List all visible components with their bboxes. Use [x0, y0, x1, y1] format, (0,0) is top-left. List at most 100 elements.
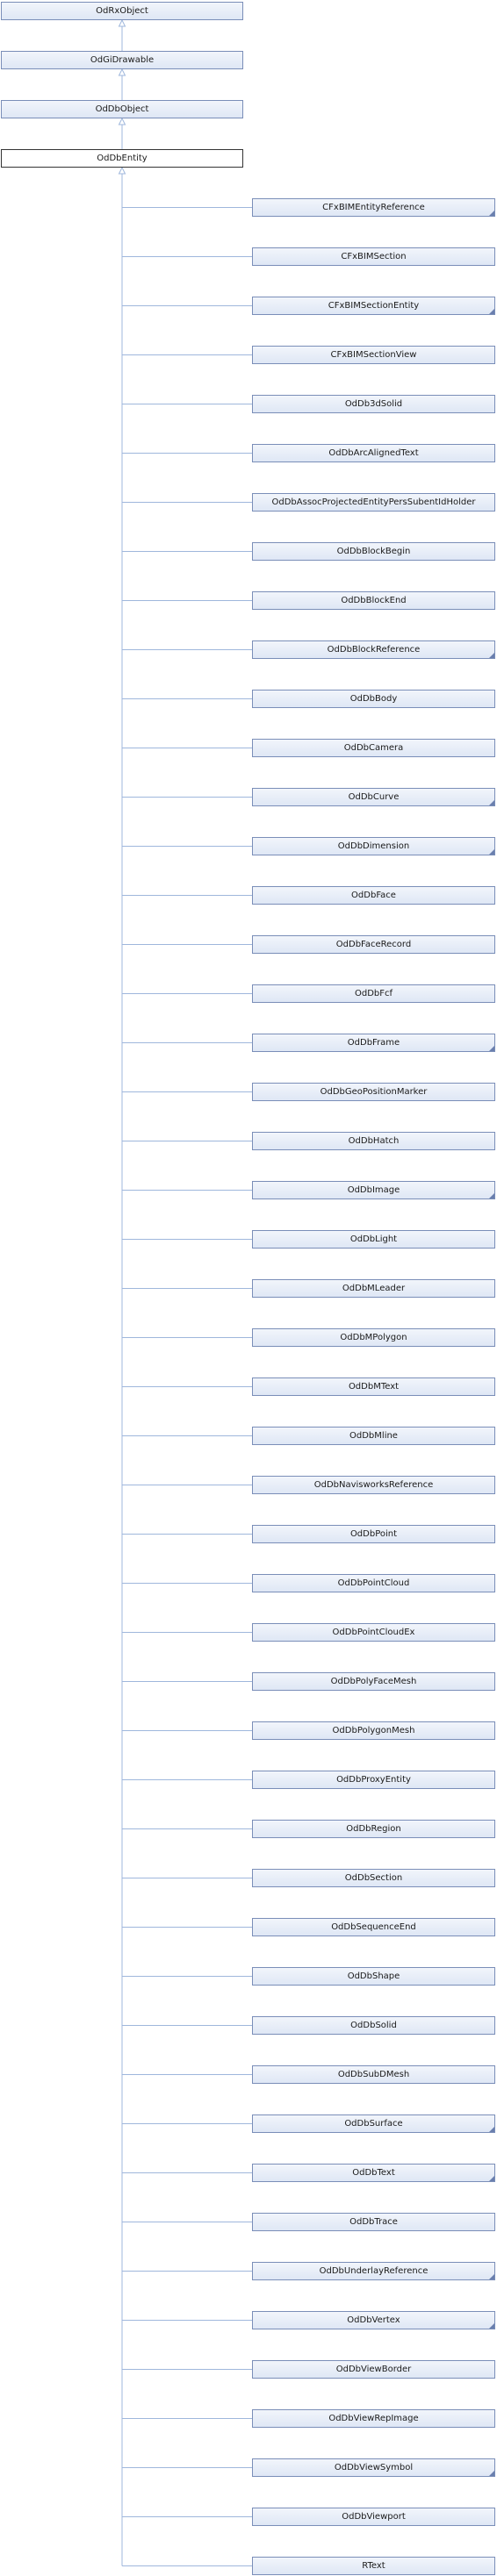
- subclass-node-oddbsurface[interactable]: OdDbSurface: [252, 2114, 495, 2133]
- subclass-node-oddblight-label: OdDbLight: [349, 1234, 398, 1244]
- ancestor-node-oddbobject[interactable]: OdDbObject: [1, 100, 243, 118]
- has-subclasses-icon: [489, 1193, 494, 1199]
- subclass-node-oddbcamera[interactable]: OdDbCamera: [252, 739, 495, 757]
- subclass-node-oddbpolyfacemesh-label: OdDbPolyFaceMesh: [330, 1677, 417, 1686]
- has-subclasses-icon: [489, 2176, 494, 2181]
- subclass-node-oddb3dsolid[interactable]: OdDb3dSolid: [252, 395, 495, 413]
- subclass-node-oddbblockend-label: OdDbBlockEnd: [341, 596, 407, 605]
- subclass-node-oddbmleader[interactable]: OdDbMLeader: [252, 1279, 495, 1298]
- subclass-node-cfxbimsection-label: CFxBIMSection: [341, 252, 407, 261]
- subclass-node-oddblight[interactable]: OdDbLight: [252, 1230, 495, 1249]
- subclass-node-oddbsection[interactable]: OdDbSection: [252, 1869, 495, 1887]
- inheritance-arrow: [118, 68, 126, 76]
- subclass-node-oddbviewsymbol-label: OdDbViewSymbol: [334, 2463, 414, 2472]
- subclass-node-oddbface[interactable]: OdDbFace: [252, 886, 495, 905]
- subclass-node-oddbblockbegin[interactable]: OdDbBlockBegin: [252, 542, 495, 561]
- subclass-node-oddbfacerecord-label: OdDbFaceRecord: [335, 940, 412, 949]
- has-subclasses-icon: [489, 2323, 494, 2329]
- subclass-node-oddbframe[interactable]: OdDbFrame: [252, 1034, 495, 1052]
- subclass-node-oddbgeopositionmarker-label: OdDbGeoPositionMarker: [320, 1087, 428, 1097]
- subclass-node-oddbblockreference[interactable]: OdDbBlockReference: [252, 640, 495, 659]
- ancestor-node-oddbobject-label: OdDbObject: [95, 104, 149, 114]
- subclass-node-oddbvertex[interactable]: OdDbVertex: [252, 2311, 495, 2329]
- subclass-node-oddbregion[interactable]: OdDbRegion: [252, 1820, 495, 1838]
- subclass-node-cfxbimentityreference[interactable]: CFxBIMEntityReference: [252, 198, 495, 217]
- subclass-node-oddbcurve[interactable]: OdDbCurve: [252, 788, 495, 806]
- subclass-node-oddbpointcloudex[interactable]: OdDbPointCloudEx: [252, 1623, 495, 1642]
- subclass-node-oddbviewborder[interactable]: OdDbViewBorder: [252, 2360, 495, 2379]
- subclass-node-oddbsubdmesh[interactable]: OdDbSubDMesh: [252, 2065, 495, 2084]
- subclass-node-oddbmline[interactable]: OdDbMline: [252, 1427, 495, 1445]
- subclass-node-oddbbody[interactable]: OdDbBody: [252, 690, 495, 708]
- ancestor-node-odgidrawable[interactable]: OdGiDrawable: [1, 51, 243, 69]
- subclass-node-oddbnavisworksreference-label: OdDbNavisworksReference: [313, 1480, 434, 1490]
- subclass-node-oddbpointcloudex-label: OdDbPointCloudEx: [332, 1628, 415, 1637]
- subclass-node-oddbassocprojectedentityperssubentidholder-label: OdDbAssocProjectedEntityPersSubentIdHold…: [271, 497, 476, 507]
- subclass-node-cfxbimsection[interactable]: CFxBIMSection: [252, 247, 495, 266]
- subclass-node-oddbregion-label: OdDbRegion: [346, 1824, 401, 1834]
- subclass-node-oddbarcalignedtext[interactable]: OdDbArcAlignedText: [252, 444, 495, 462]
- subclass-node-oddbframe-label: OdDbFrame: [347, 1038, 400, 1048]
- subclass-node-oddbblockend[interactable]: OdDbBlockEnd: [252, 591, 495, 610]
- subclass-node-oddbtrace-label: OdDbTrace: [349, 2217, 398, 2227]
- subclass-node-oddbviewrepimage[interactable]: OdDbViewRepImage: [252, 2409, 495, 2428]
- subclass-node-oddbhatch-label: OdDbHatch: [348, 1136, 400, 1146]
- subclass-node-oddbviewsymbol[interactable]: OdDbViewSymbol: [252, 2458, 495, 2477]
- subclass-node-oddbsolid-label: OdDbSolid: [350, 2021, 397, 2030]
- subclass-node-oddbhatch[interactable]: OdDbHatch: [252, 1132, 495, 1150]
- subclass-node-oddbsurface-label: OdDbSurface: [344, 2119, 403, 2129]
- has-subclasses-icon: [489, 2127, 494, 2132]
- subclass-node-oddbmpolygon[interactable]: OdDbMPolygon: [252, 1328, 495, 1347]
- subclass-node-oddbunderlayreference[interactable]: OdDbUnderlayReference: [252, 2262, 495, 2280]
- subclass-node-oddbfcf[interactable]: OdDbFcf: [252, 984, 495, 1003]
- subclass-node-oddbpointcloud[interactable]: OdDbPointCloud: [252, 1574, 495, 1592]
- subclass-node-oddbproxyentity[interactable]: OdDbProxyEntity: [252, 1771, 495, 1789]
- subclass-node-oddbdimension-label: OdDbDimension: [337, 841, 410, 851]
- subclass-node-oddbmtext[interactable]: OdDbMText: [252, 1377, 495, 1396]
- subclass-node-oddbpoint-label: OdDbPoint: [349, 1529, 398, 1539]
- subclass-node-oddbsequenceend-label: OdDbSequenceEnd: [331, 1922, 416, 1932]
- subclass-node-cfxbimsectionview[interactable]: CFxBIMSectionView: [252, 346, 495, 364]
- subclass-node-oddbfacerecord[interactable]: OdDbFaceRecord: [252, 935, 495, 954]
- subclass-node-oddbpolygonmesh-label: OdDbPolygonMesh: [332, 1726, 415, 1735]
- subclass-node-oddbproxyentity-label: OdDbProxyEntity: [336, 1775, 411, 1785]
- subclass-node-oddbmtext-label: OdDbMText: [348, 1382, 400, 1392]
- subclass-node-oddbnavisworksreference[interactable]: OdDbNavisworksReference: [252, 1476, 495, 1494]
- subclass-node-oddbsolid[interactable]: OdDbSolid: [252, 2016, 495, 2035]
- subclass-node-oddbbody-label: OdDbBody: [349, 694, 398, 704]
- subclass-node-oddbpolygonmesh[interactable]: OdDbPolygonMesh: [252, 1721, 495, 1740]
- has-subclasses-icon: [489, 800, 494, 805]
- subclass-node-oddbmline-label: OdDbMline: [349, 1431, 398, 1441]
- subclass-node-oddbsequenceend[interactable]: OdDbSequenceEnd: [252, 1918, 495, 1936]
- subclass-node-oddbdimension[interactable]: OdDbDimension: [252, 837, 495, 855]
- subclass-node-cfxbimsectionentity-label: CFxBIMSectionEntity: [328, 301, 420, 311]
- subclass-node-rtext[interactable]: RText: [252, 2557, 495, 2575]
- subclass-node-oddb3dsolid-label: OdDb3dSolid: [344, 399, 403, 409]
- subclass-node-oddbshape[interactable]: OdDbShape: [252, 1967, 495, 1986]
- subclass-node-oddbtext[interactable]: OdDbText: [252, 2164, 495, 2182]
- subclass-node-cfxbimentityreference-label: CFxBIMEntityReference: [322, 203, 425, 212]
- subclass-node-oddbvertex-label: OdDbVertex: [347, 2315, 400, 2325]
- subclass-node-oddbunderlayreference-label: OdDbUnderlayReference: [319, 2266, 429, 2276]
- subclass-node-oddbblockreference-label: OdDbBlockReference: [327, 645, 421, 655]
- has-subclasses-icon: [489, 849, 494, 855]
- subclass-node-oddbarcalignedtext-label: OdDbArcAlignedText: [328, 448, 419, 458]
- subclass-node-oddbviewport[interactable]: OdDbViewport: [252, 2508, 495, 2526]
- ancestor-node-odrxobject[interactable]: OdRxObject: [1, 2, 243, 20]
- has-subclasses-icon: [489, 1046, 494, 1051]
- subclass-node-oddbassocprojectedentityperssubentidholder[interactable]: OdDbAssocProjectedEntityPersSubentIdHold…: [252, 493, 495, 512]
- subclass-node-oddbgeopositionmarker[interactable]: OdDbGeoPositionMarker: [252, 1083, 495, 1101]
- subclass-node-cfxbimsectionentity[interactable]: CFxBIMSectionEntity: [252, 297, 495, 315]
- has-subclasses-icon: [489, 211, 494, 216]
- subclass-node-oddbviewport-label: OdDbViewport: [342, 2512, 406, 2522]
- subclass-node-oddbface-label: OdDbFace: [351, 891, 396, 900]
- subclass-node-oddbmleader-label: OdDbMLeader: [342, 1284, 406, 1293]
- inheritance-arrow: [118, 117, 126, 125]
- inheritance-arrow: [118, 166, 126, 175]
- subclass-node-oddbtrace[interactable]: OdDbTrace: [252, 2213, 495, 2231]
- subclass-node-oddbcurve-label: OdDbCurve: [348, 792, 400, 802]
- subclass-node-oddbpoint[interactable]: OdDbPoint: [252, 1525, 495, 1543]
- inheritance-arrow: [118, 18, 126, 27]
- subclass-node-oddbimage[interactable]: OdDbImage: [252, 1181, 495, 1199]
- subclass-node-oddbpolyfacemesh[interactable]: OdDbPolyFaceMesh: [252, 1672, 495, 1691]
